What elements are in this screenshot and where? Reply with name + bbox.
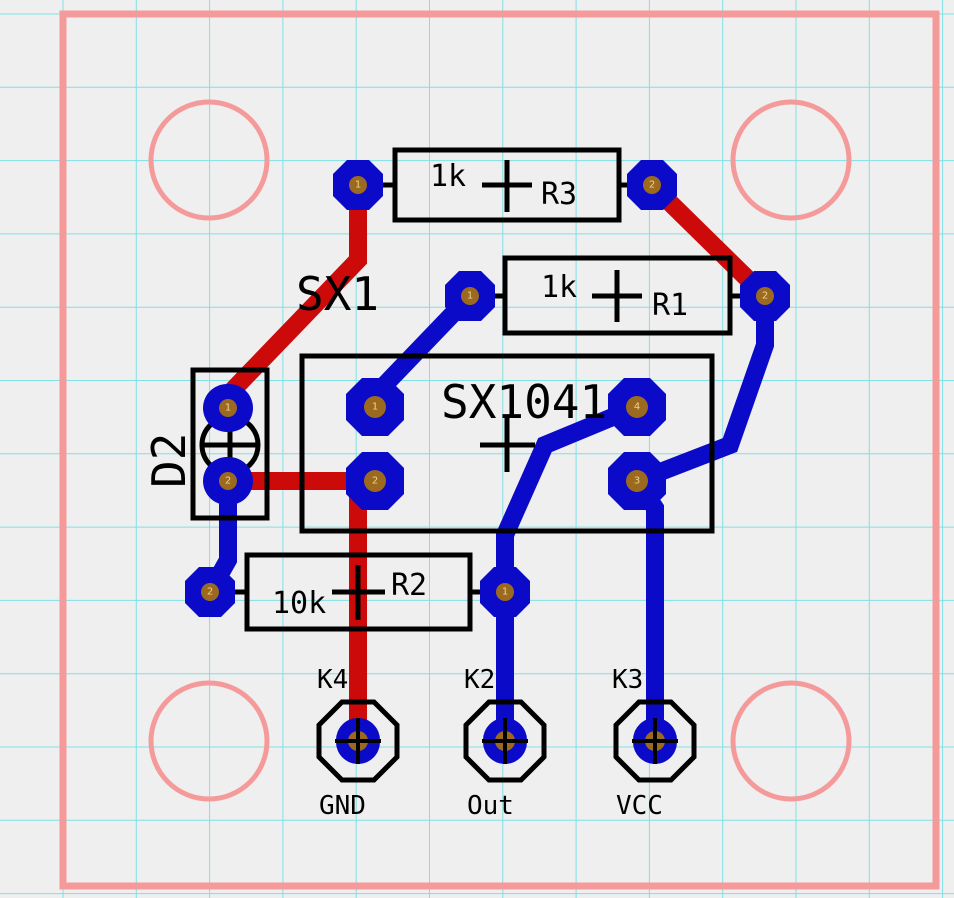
pad-ic-3[interactable]: 3 xyxy=(608,452,666,510)
pad-r2-2[interactable]: 2 xyxy=(185,567,235,617)
pad-r1-2[interactable]: 2 xyxy=(740,271,790,321)
pad-ic-2[interactable]: 2 xyxy=(346,452,404,510)
k4-net-label: GND xyxy=(319,791,366,821)
r1-name-label: R1 xyxy=(652,288,688,323)
sx1-label: SX1 xyxy=(296,267,379,321)
r3-name-label: R3 xyxy=(541,177,577,212)
board-outline xyxy=(59,10,940,890)
d2-name-label: D2 xyxy=(142,433,196,488)
mounting-hole-bottom-right xyxy=(730,680,852,802)
pad-number: 1 xyxy=(355,180,361,191)
k2-connector-outline xyxy=(463,699,547,783)
trace-bottom-ic4-out xyxy=(496,395,649,750)
k3-net-label: VCC xyxy=(616,791,663,821)
pad-number: 1 xyxy=(372,402,378,413)
k3-name-label: K3 xyxy=(612,665,643,695)
k2-name-label: K2 xyxy=(464,665,495,695)
pad-number: 2 xyxy=(372,476,378,487)
pad-number: 1 xyxy=(225,403,231,414)
pad-number: 2 xyxy=(225,476,231,487)
k3-connector-outline xyxy=(613,699,697,783)
pad-number: 2 xyxy=(649,180,655,191)
pad-number: 2 xyxy=(762,291,768,302)
r2-value-label: 10k xyxy=(272,586,326,621)
pad-number: 1 xyxy=(467,291,473,302)
pad-ic-4[interactable]: 4 xyxy=(608,378,666,436)
pad-d2-1[interactable]: 1 xyxy=(203,384,253,432)
mounting-hole-top-right xyxy=(730,99,852,221)
r3-value-label: 1k xyxy=(430,159,466,194)
mounting-hole-top-left xyxy=(148,99,270,221)
pad-number: 3 xyxy=(634,476,640,487)
pad-r3-2[interactable]: 2 xyxy=(627,160,677,210)
pad-number: 2 xyxy=(207,587,213,598)
k2-net-label: Out xyxy=(467,791,514,821)
pad-r1-1[interactable]: 1 xyxy=(445,271,495,321)
pad-number: 1 xyxy=(502,587,508,598)
k4-name-label: K4 xyxy=(317,665,348,695)
pad-number: 4 xyxy=(634,402,640,413)
r2-name-label: R2 xyxy=(391,568,427,603)
pad-r3-1[interactable]: 1 xyxy=(333,160,383,210)
pad-r2-1[interactable]: 1 xyxy=(480,567,530,617)
k4-connector-outline xyxy=(316,699,400,783)
pad-d2-2[interactable]: 2 xyxy=(203,457,253,505)
ic-name-label: SX1041 xyxy=(441,375,607,429)
ic-sx1041-outline xyxy=(299,353,715,534)
d2-outline xyxy=(190,367,270,521)
r1-value-label: 1k xyxy=(541,270,577,305)
pad-ic-1[interactable]: 1 xyxy=(346,378,404,436)
mounting-hole-bottom-left xyxy=(148,680,270,802)
trace-top-r3-r1 xyxy=(639,172,778,309)
